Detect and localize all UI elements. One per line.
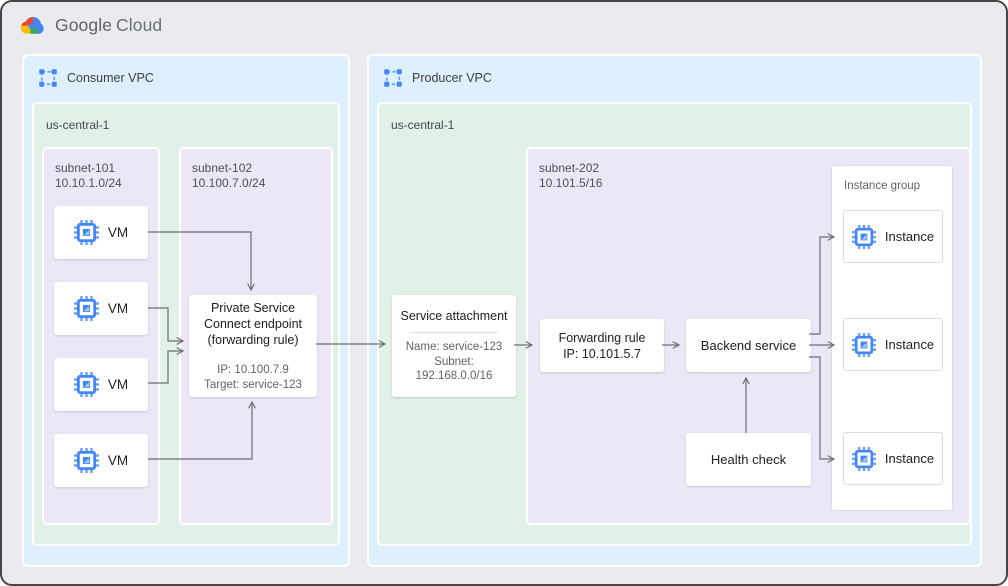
compute-instance-icon <box>851 332 876 357</box>
health-check-node: Health check <box>686 433 811 486</box>
instance-group-container: Instance group Instance Instance Instanc… <box>831 165 953 511</box>
service-attachment-details: Name: service-123 Subnet: 192.168.0.0/16 <box>405 341 503 383</box>
subnet-101: subnet-101 10.10.1.0/24 VM VM VM V <box>42 147 160 525</box>
instance-group-label: Instance group <box>844 180 921 192</box>
consumer-region-label: us-central-1 <box>46 118 110 132</box>
vpc-network-icon <box>383 68 403 88</box>
subnet-102: subnet-102 10.100.7.0/24 Private Service… <box>179 147 333 525</box>
subnet-202-label: subnet-202 10.101.5/16 <box>539 161 603 190</box>
compute-instance-icon <box>851 446 876 471</box>
producer-vpc-container: Producer VPC us-central-1 Service attach… <box>367 54 982 567</box>
producer-region: us-central-1 Service attachment Name: se… <box>377 102 972 546</box>
compute-vm-icon <box>73 296 99 321</box>
divider <box>410 332 498 334</box>
consumer-vpc-title: Consumer VPC <box>67 71 154 85</box>
producer-vpc-header: Producer VPC <box>383 68 492 88</box>
service-attachment-node: Service attachment Name: service-123 Sub… <box>392 295 516 397</box>
vm-node-4: VM <box>54 434 148 487</box>
producer-vpc-title: Producer VPC <box>412 71 492 85</box>
psc-endpoint-title: Private Service Connect endpoint (forwar… <box>204 301 302 347</box>
service-attachment-title: Service attachment <box>400 309 508 324</box>
vpc-network-icon <box>38 68 58 88</box>
subnet-101-label: subnet-101 10.10.1.0/24 <box>55 161 122 190</box>
compute-vm-icon <box>73 220 99 245</box>
backend-service-node: Backend service <box>686 319 811 372</box>
compute-instance-icon <box>851 224 876 249</box>
vm-node-1: VM <box>54 206 148 259</box>
subnet-102-label: subnet-102 10.100.7.0/24 <box>192 161 266 190</box>
instance-node-1: Instance <box>843 210 943 263</box>
vm-node-3: VM <box>54 358 148 411</box>
psc-endpoint-node: Private Service Connect endpoint (forwar… <box>189 295 317 397</box>
compute-vm-icon <box>73 448 99 473</box>
consumer-vpc-container: Consumer VPC us-central-1 subnet-101 10.… <box>22 54 350 567</box>
instance-node-3: Instance <box>843 432 943 485</box>
psc-endpoint-details: IP: 10.100.7.9 Target: service-123 <box>204 364 302 391</box>
vm-node-2: VM <box>54 282 148 335</box>
instance-node-2: Instance <box>843 318 943 371</box>
forwarding-rule-node: Forwarding rule IP: 10.101.5.7 <box>540 319 664 372</box>
producer-region-label: us-central-1 <box>391 118 455 132</box>
consumer-region: us-central-1 subnet-101 10.10.1.0/24 VM … <box>32 102 340 546</box>
compute-vm-icon <box>73 372 99 397</box>
google-cloud-icon <box>20 16 44 34</box>
consumer-vpc-header: Consumer VPC <box>38 68 154 88</box>
subnet-202: subnet-202 10.101.5/16 Forwarding rule I… <box>526 147 971 525</box>
